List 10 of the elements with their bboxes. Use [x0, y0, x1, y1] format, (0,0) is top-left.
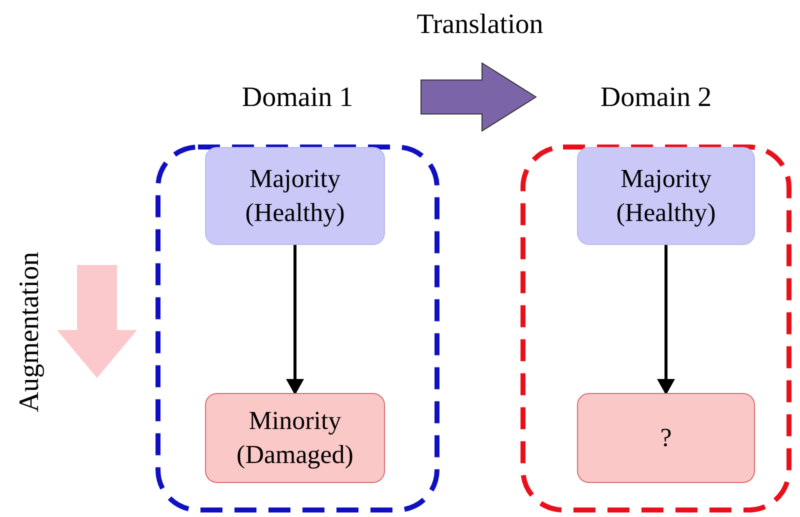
process-box: Majority (Healthy) — [205, 147, 385, 245]
group-title: Domain 1 — [240, 81, 354, 115]
process-box: Minority (Damaged) — [205, 393, 385, 483]
group-title: Domain 2 — [599, 81, 713, 115]
process-box: Majority (Healthy) — [577, 147, 755, 245]
arrow-label: Translation — [416, 8, 544, 42]
process-box: ? — [577, 393, 755, 483]
side-label: Augmentation — [13, 252, 46, 412]
arrow — [657, 245, 675, 395]
arrow — [286, 245, 304, 395]
